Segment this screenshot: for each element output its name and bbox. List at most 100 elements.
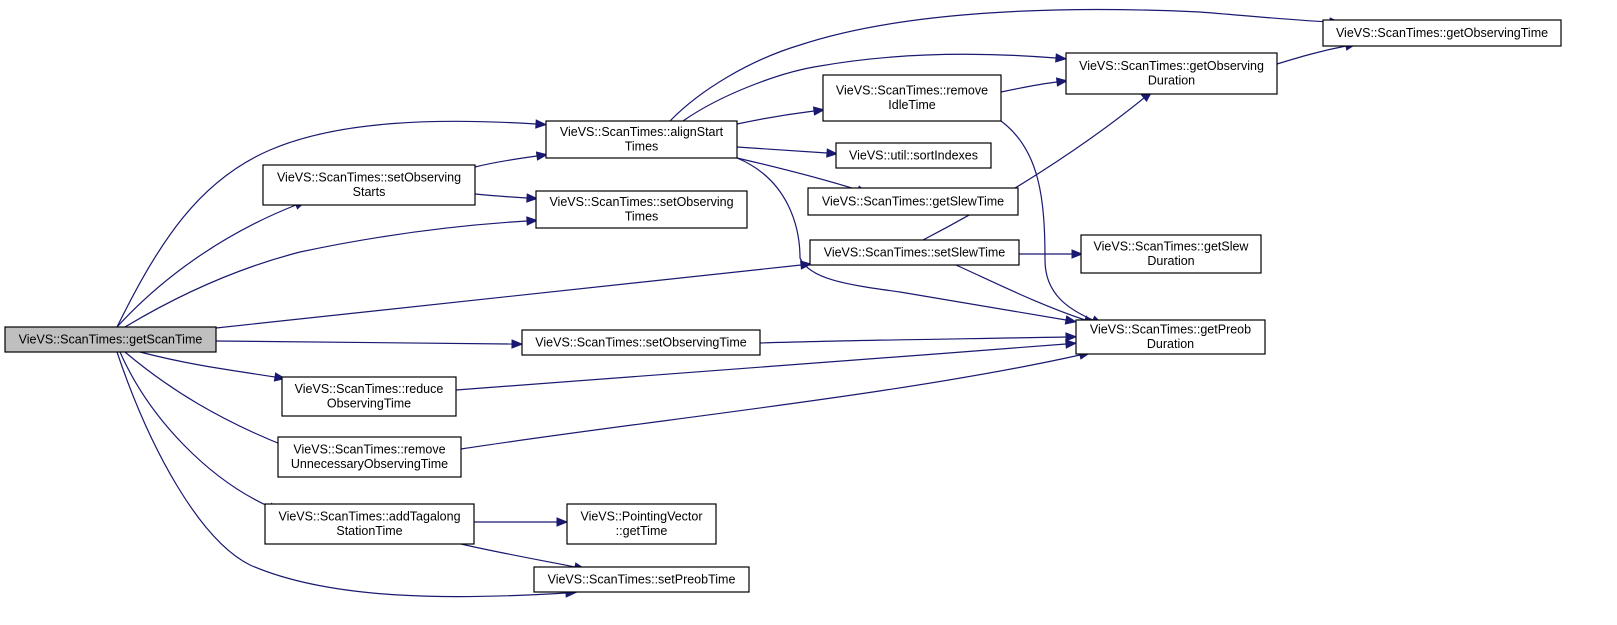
node-getSlewTime[interactable]: VieVS::ScanTimes::getSlewTime [807,187,1019,216]
edge-setSlewTime-to-getSlewDuration [1019,249,1084,259]
node-label: Duration [1147,254,1194,268]
node-label: VieVS::ScanTimes::getPreob [1090,323,1251,337]
node-sortIndexes[interactable]: VieVS::util::sortIndexes [835,142,992,169]
node-label: VieVS::ScanTimes::setObserving [277,171,461,185]
node-box [277,436,462,478]
node-label: VieVS::ScanTimes::getObserving [1079,59,1264,73]
node-label: VieVS::PointingVector [580,510,702,524]
node-label: VieVS::ScanTimes::reduce [295,382,444,396]
edge-setObservingStarts-to-setObservingTimes [474,193,539,203]
arrowhead-icon [1065,339,1078,349]
node-label: Times [625,140,659,154]
edge-line [682,53,1057,122]
node-label: VieVS::ScanTimes::setObserving [549,195,733,209]
call-graph-nodes: VieVS::ScanTimes::getScanTimeVieVS::Scan… [4,19,1562,593]
node-box [1065,52,1278,95]
node-box [4,326,217,353]
edge-line [736,146,828,154]
edge-line [922,97,1145,241]
node-label: VieVS::ScanTimes::getObservingTime [1336,26,1548,40]
edge-alignStartTimes-to-removeIdleTime [736,106,826,125]
arrowhead-icon [1055,53,1068,63]
arrowhead-icon [1065,332,1078,342]
node-getObservingTime[interactable]: VieVS::ScanTimes::getObservingTime [1322,19,1562,47]
edge-line [736,157,859,191]
node-box [807,187,1019,216]
node-label: VieVS::ScanTimes::alignStart [560,125,724,139]
node-box [545,120,738,159]
edge-getScanTime-to-setObservingTimes [124,216,539,328]
edge-line [215,264,802,329]
arrowhead-icon [1055,77,1069,87]
arrowhead-icon [826,148,839,158]
node-pvGetTime[interactable]: VieVS::PointingVector::getTime [566,503,717,545]
node-label: Starts [353,185,386,199]
node-box [535,190,748,229]
edge-setObservingTime-to-getPreobDuration [759,332,1078,344]
edge-alignStartTimes-to-getObservingDuration [682,53,1068,122]
edge-getScanTime-to-alignStartTimes [116,119,548,328]
node-box [281,376,457,417]
node-label: Duration [1147,337,1194,351]
node-box [822,74,1002,122]
edge-line [215,340,513,345]
edge-line [124,351,286,447]
edge-getScanTime-to-addTagalongStationTime [119,351,281,512]
edge-line [116,351,567,598]
node-label: IdleTime [888,98,936,112]
edge-getScanTime-to-setObservingStarts [116,200,307,328]
node-box [264,503,475,545]
edge-line [455,343,1067,391]
edge-line [116,120,537,328]
node-setObservingTime[interactable]: VieVS::ScanTimes::setObservingTime [521,329,761,356]
node-box [835,142,992,169]
edge-addTagalongStationTime-to-pvGetTime [474,517,569,527]
node-removeUnnecessaryObservingTime[interactable]: VieVS::ScanTimes::removeUnnecessaryObser… [277,436,462,478]
node-box [533,566,750,593]
edge-line [460,354,1081,450]
node-box [262,164,476,206]
edge-line [669,8,1331,122]
node-box [1322,19,1562,47]
node-getScanTime: VieVS::ScanTimes::getScanTime [4,326,217,353]
arrowhead-icon [556,517,569,527]
edge-line [1276,45,1347,65]
arrowhead-icon [526,193,539,203]
edge-line [1000,120,1094,321]
node-label: Duration [1148,74,1195,88]
arrowhead-icon [1071,249,1084,259]
call-graph-edges [116,8,1358,598]
edge-line [736,157,1067,321]
edge-line [1000,81,1058,93]
node-box [1075,319,1266,355]
edge-removeIdleTime-to-getObservingDuration [1000,77,1069,93]
arrowhead-icon [535,151,549,161]
arrowhead-icon [526,216,539,226]
node-setSlewTime[interactable]: VieVS::ScanTimes::setSlewTime [809,239,1020,266]
arrowhead-icon [1064,315,1078,325]
node-label: VieVS::util::sortIndexes [849,148,978,162]
node-label: VieVS::ScanTimes::setObservingTime [535,335,746,349]
edge-alignStartTimes-to-getPreobDuration [736,157,1078,325]
edge-reduceObservingTime-to-getPreobDuration [455,339,1078,391]
edge-line [955,264,1086,321]
edge-line [460,543,576,568]
node-box [809,239,1020,266]
edge-line [124,220,528,328]
node-setPreobTime[interactable]: VieVS::ScanTimes::setPreobTime [533,566,750,593]
arrowhead-icon [535,119,548,129]
edge-getScanTime-to-setSlewTime [215,260,813,329]
arrowhead-icon [812,106,826,116]
node-label: Times [625,210,659,224]
node-label: VieVS::ScanTimes::remove [293,443,445,457]
